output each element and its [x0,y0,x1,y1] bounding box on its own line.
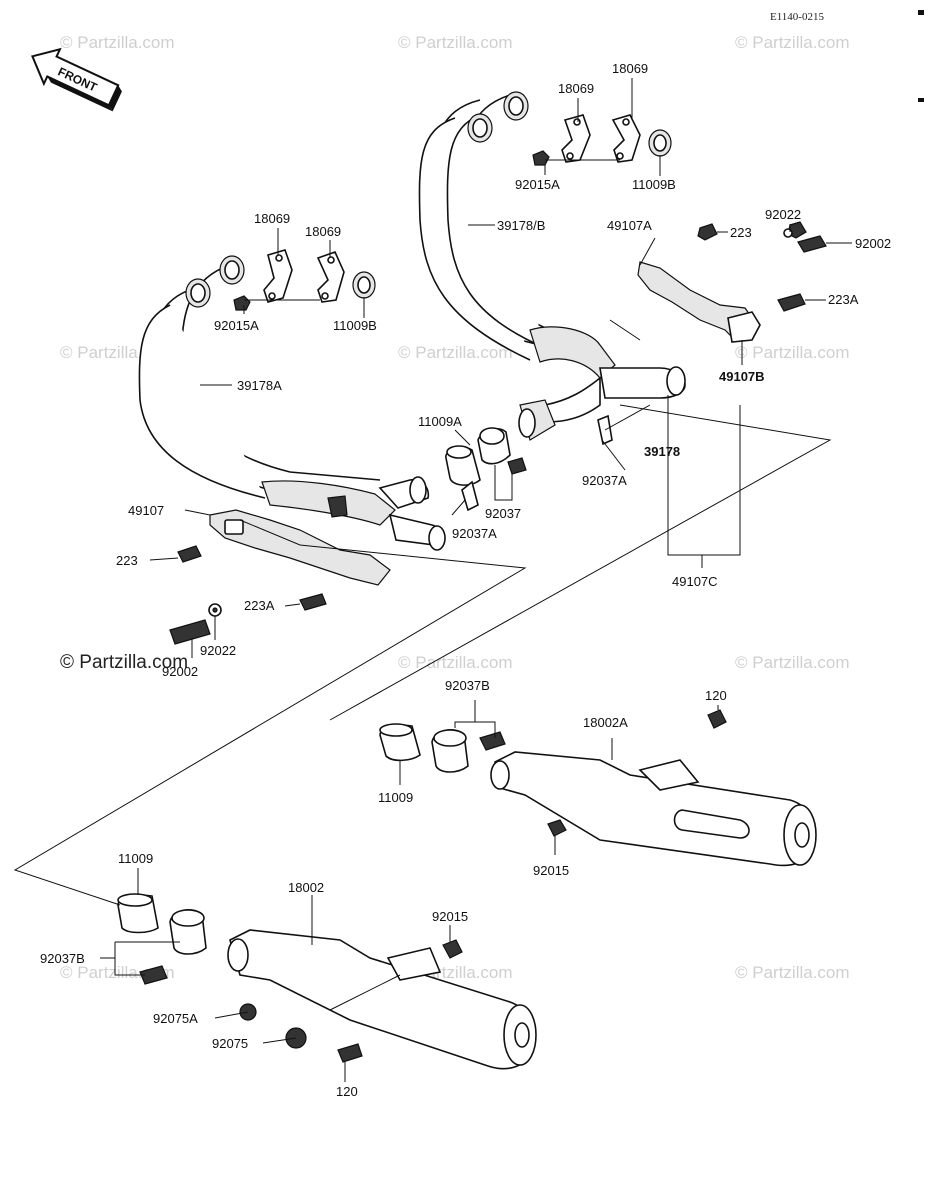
label-39178A: 39178A [237,378,282,393]
label-49107: 49107 [128,503,164,518]
label-49107A: 49107A [607,218,652,233]
label-92002: 92002 [855,236,891,251]
leader-lines [13,78,852,1082]
svg-text:© Partzilla.com: © Partzilla.com [735,963,850,982]
svg-text:© Partzilla.com: © Partzilla.com [398,343,513,362]
diagram-code: E1140-0215 [770,11,824,23]
label-49107B: 49107B [719,369,765,384]
label-92037A: 92037A [582,473,627,488]
muffler-lower [117,893,537,1070]
clamp-upper-left [233,249,376,311]
label-18002: 18002 [288,880,324,895]
label-18002A: 18002A [583,715,628,730]
label-223A: 223A [828,292,859,307]
label-49107C: 49107C [672,574,718,589]
header-pipe-right [418,91,686,441]
label-120: 120 [705,688,727,703]
label-11009B: 11009B [333,318,377,333]
label-223: 223 [116,553,138,568]
label-92037B: 92037B [445,678,490,693]
label-18069: 18069 [558,81,594,96]
muffler-upper [379,709,817,867]
header-pipe-left [138,255,446,551]
label-120: 120 [336,1084,358,1099]
edge-mark [918,98,924,102]
label-11009: 11009 [378,790,413,805]
label-39178B: 39178/B [497,218,545,233]
label-39178: 39178 [644,444,680,459]
label-92037B: 92037B [40,951,85,966]
label-92015: 92015 [432,909,468,924]
edge-mark [918,10,924,15]
svg-text:© Partzilla.com: © Partzilla.com [735,653,850,672]
label-18069: 18069 [612,61,648,76]
bracket-49107A [637,221,827,343]
label-11009B: 11009B [632,177,676,192]
gasket-clamp-middle [445,414,613,512]
label-11009A: 11009A [418,414,462,429]
label-92015A: 92015A [515,177,560,192]
part-labels: 18069 18069 92015A 11009B 18069 18069 92… [40,61,891,1099]
label-18069: 18069 [305,224,341,239]
label-92037A: 92037A [452,526,497,541]
svg-text:© Partzilla.com: © Partzilla.com [735,343,850,362]
svg-text:© Partzilla.com: © Partzilla.com [735,33,850,52]
label-11009: 11009 [118,851,153,866]
svg-text:© Partzilla.com: © Partzilla.com [60,33,175,52]
label-92015: 92015 [533,863,569,878]
label-18069: 18069 [254,211,290,226]
label-92015A: 92015A [214,318,259,333]
label-92022: 92022 [765,207,801,222]
label-92037: 92037 [485,506,521,521]
label-92022: 92022 [200,643,236,658]
bracket-49107 [169,509,391,645]
label-92075: 92075 [212,1036,248,1051]
svg-text:© Partzilla.com: © Partzilla.com [398,653,513,672]
label-92002: 92002 [162,664,198,679]
label-92075A: 92075A [153,1011,198,1026]
label-223A: 223A [244,598,275,613]
svg-text:© Partzilla.com: © Partzilla.com [60,652,188,673]
label-223: 223 [730,225,752,240]
svg-text:© Partzilla.com: © Partzilla.com [398,33,513,52]
clamp-upper-right [532,114,672,166]
